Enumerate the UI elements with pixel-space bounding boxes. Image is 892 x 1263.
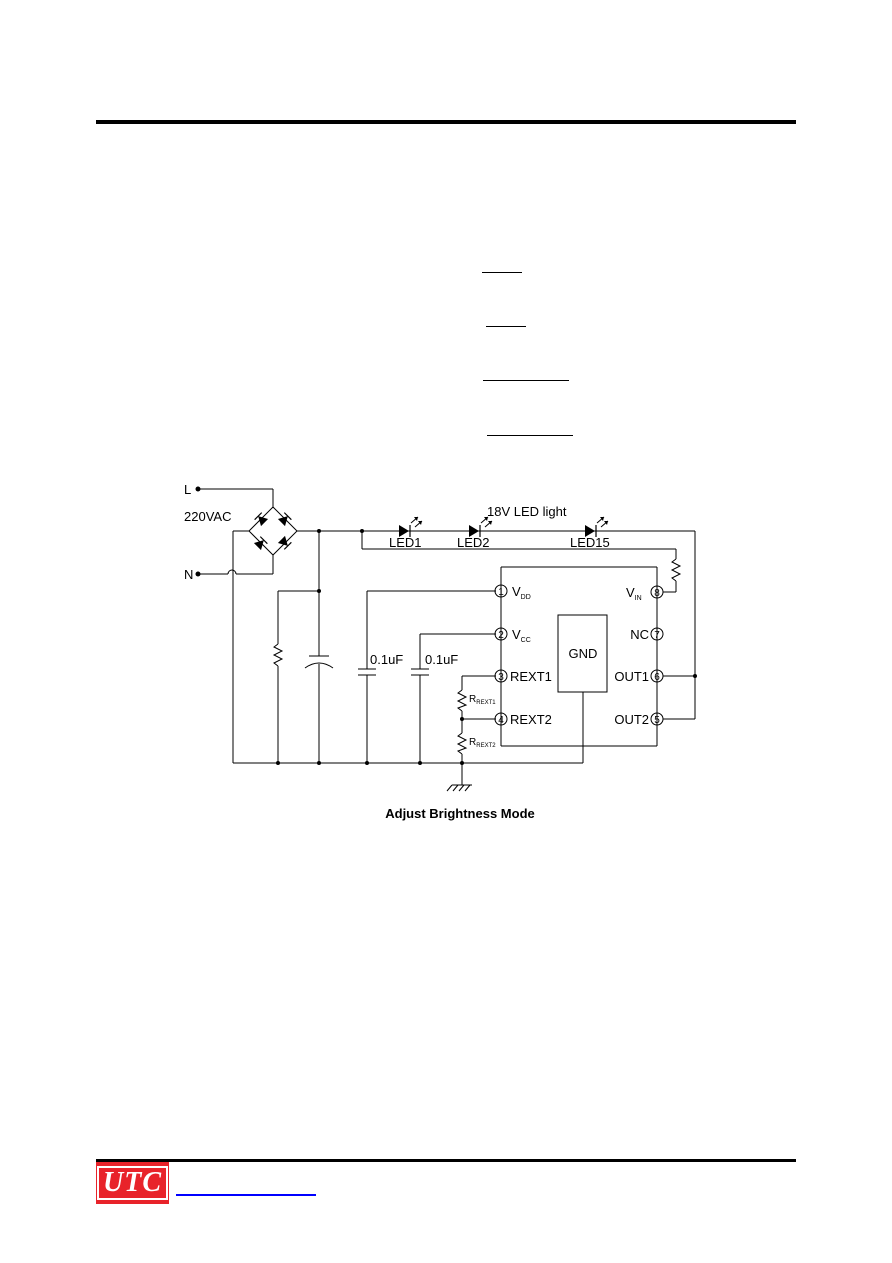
led-2-symbol — [469, 516, 493, 537]
pin-3-name: REXT1 — [510, 669, 552, 684]
pin-1-name: VDD — [512, 584, 531, 601]
pin-6-name: OUT1 — [614, 669, 649, 684]
pin-7-number: 7 — [654, 630, 660, 641]
label-cap1: 0.1uF — [370, 652, 403, 667]
label-led2: LED2 — [457, 535, 490, 550]
pin-5-number: 5 — [654, 715, 660, 726]
pin-2-number: 2 — [498, 630, 504, 641]
label-led15: LED15 — [570, 535, 610, 550]
label-led1: LED1 — [389, 535, 422, 550]
pin-3-number: 3 — [498, 672, 504, 683]
pin-2-name: VCC — [512, 627, 531, 644]
label-led-string: 18V LED light — [487, 504, 567, 519]
pin-8-name: VIN — [626, 585, 642, 602]
led-15-symbol — [585, 516, 609, 537]
pin-6-number: 6 — [654, 672, 660, 683]
label-rrext2: RREXT2 — [469, 737, 496, 749]
footer-rule — [96, 1159, 796, 1162]
diagram-caption: Adjust Brightness Mode — [385, 806, 535, 821]
label-220vac: 220VAC — [184, 509, 231, 524]
led-1-symbol — [399, 516, 423, 537]
label-n: N — [184, 567, 193, 582]
pin-7-name: NC — [630, 627, 649, 642]
pin-8-number: 8 — [654, 588, 660, 599]
label-rrext1: RREXT1 — [469, 694, 496, 706]
pin-1-number: 1 — [498, 587, 504, 598]
utc-logo-text: UTC — [97, 1166, 168, 1200]
chip-gnd-label: GND — [569, 646, 598, 661]
blank-line-2 — [486, 326, 526, 327]
footer-link-underline[interactable] — [176, 1194, 316, 1196]
pin-4-number: 4 — [498, 715, 504, 726]
utc-logo: UTC — [96, 1162, 169, 1204]
pin-4-name: REXT2 — [510, 712, 552, 727]
blank-line-3 — [483, 380, 569, 381]
label-cap2: 0.1uF — [425, 652, 458, 667]
header-rule — [96, 120, 796, 124]
label-l: L — [184, 482, 191, 497]
blank-line-1 — [482, 272, 522, 273]
pin-5-name: OUT2 — [614, 712, 649, 727]
blank-line-4 — [487, 435, 573, 436]
